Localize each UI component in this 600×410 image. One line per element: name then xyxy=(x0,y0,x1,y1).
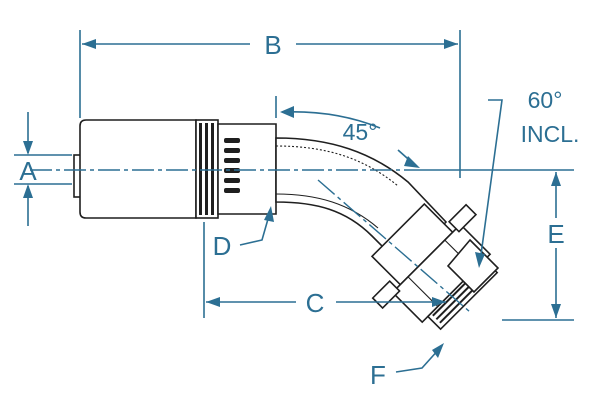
tube-upper-wall-hatch xyxy=(275,145,399,187)
dim-c-arrow-left xyxy=(206,297,220,307)
lock-washer xyxy=(447,203,478,233)
callout-f-leader xyxy=(395,347,441,373)
cone-angle-callout: 60° INCL. xyxy=(475,87,579,268)
cone-angle-arrow xyxy=(475,252,485,268)
cone-angle-leader xyxy=(479,99,503,263)
dimension-b: B xyxy=(79,30,461,178)
cone-angle-label-line1: 60° xyxy=(528,87,563,113)
sealing-cone xyxy=(446,238,500,294)
callout-f-label: F xyxy=(370,360,386,390)
angle-45-callout: 45° xyxy=(275,96,420,168)
dim-a-arrow-bottom xyxy=(23,184,33,198)
callout-f-arrow xyxy=(432,343,444,358)
fitting-drawing xyxy=(73,119,500,331)
dim-e-arrow-bottom xyxy=(551,304,561,318)
dim-c-arrow-right xyxy=(432,297,446,307)
callout-d-arrow xyxy=(264,206,274,222)
dim-e-arrow-top xyxy=(551,172,561,186)
dim-b-arrow-right xyxy=(444,39,458,49)
ferrule-socket xyxy=(79,119,197,219)
cone-angle-label-line2: INCL. xyxy=(521,121,580,147)
stem-collar-teeth xyxy=(224,138,240,193)
callout-d-label: D xyxy=(213,231,232,261)
dim-b-label: B xyxy=(264,30,281,60)
angle-arc xyxy=(281,111,381,129)
lock-washer-lower xyxy=(371,279,401,310)
crimp-band-knurling xyxy=(199,123,214,215)
callout-d: D xyxy=(213,206,274,261)
dim-a-arrow-top xyxy=(23,141,33,155)
callout-d-leader xyxy=(239,211,271,246)
tube-inner-contour xyxy=(275,193,379,229)
angle-arrow-right xyxy=(404,156,420,168)
dim-b-arrow-left xyxy=(82,39,96,49)
dim-c-label: C xyxy=(306,288,325,318)
dimension-e: E xyxy=(420,169,574,321)
dim-a-label: A xyxy=(19,156,37,186)
dim-e-label: E xyxy=(547,219,564,249)
callout-f: F xyxy=(370,343,444,390)
angle-label: 45° xyxy=(343,119,378,145)
dimension-c: C xyxy=(203,222,446,318)
dimension-a: A xyxy=(14,112,72,226)
